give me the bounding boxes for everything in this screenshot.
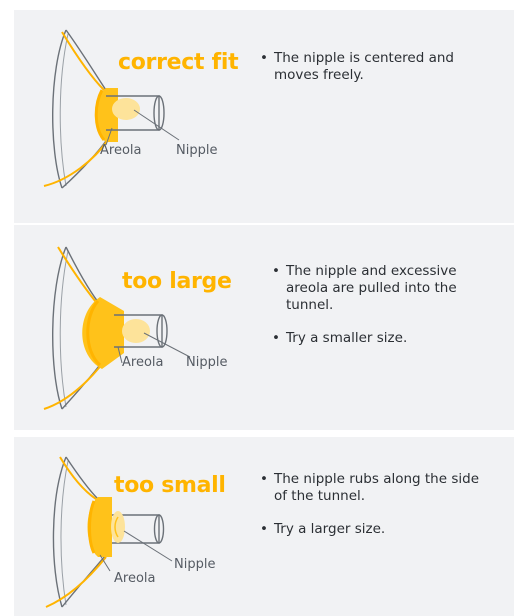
list-item: The nipple is centered and moves freely.	[260, 50, 490, 84]
nipple-shape	[112, 98, 140, 120]
areola-shape	[95, 88, 118, 142]
list-item: Try a larger size.	[260, 521, 490, 538]
areola-leader	[117, 346, 123, 364]
nipple-label: Nipple	[186, 355, 228, 370]
areola-shape	[87, 497, 112, 557]
flange-highlight-bottom	[45, 556, 107, 608]
areola-leader	[105, 127, 113, 146]
nipple-leader	[133, 109, 180, 141]
flange-outer-edge	[52, 456, 67, 608]
tunnel-opening	[153, 95, 165, 131]
nipple-shape	[122, 319, 150, 343]
nipple-shape	[111, 511, 125, 543]
nipple-label: Nipple	[174, 557, 216, 572]
areola-shape	[82, 297, 124, 369]
areola-label: Areola	[122, 355, 164, 370]
breast-shield-diagram	[43, 29, 180, 189]
tunnel-outline	[112, 514, 160, 544]
flange-inner-edge	[60, 460, 69, 606]
flange-top-line	[65, 29, 107, 91]
tunnel-opening	[153, 514, 165, 544]
flange-highlight-top	[57, 246, 101, 308]
fit-notes-list: The nipple and excessive areola are pull…	[272, 263, 492, 363]
fit-title: correct fit	[118, 50, 239, 75]
flange-highlight-top	[61, 31, 105, 91]
areola-leader	[99, 554, 111, 572]
flange-top-line	[65, 246, 103, 308]
breast-shield-diagram	[43, 246, 191, 410]
list-item: The nipple rubs along the side of the tu…	[260, 471, 490, 505]
fit-title: too large	[122, 269, 232, 294]
fit-notes-list: The nipple is centered and moves freely.	[260, 50, 490, 100]
breast-shield-diagram	[45, 456, 173, 608]
fit-notes-list: The nipple rubs along the side of the tu…	[260, 471, 490, 554]
fit-panel-too-large: too large Areola Nipple The nipple and e…	[14, 225, 514, 430]
nipple-label: Nipple	[176, 143, 218, 158]
areola-label: Areola	[114, 571, 156, 586]
flange-outer-edge	[52, 29, 67, 189]
flange-highlight-bottom	[43, 139, 109, 187]
fit-title: too small	[114, 473, 226, 498]
fit-panel-too-small: too small Areola Nipple The nipple rubs …	[14, 437, 514, 616]
list-item: The nipple and excessive areola are pull…	[272, 263, 492, 314]
nipple-leader	[143, 332, 191, 358]
tunnel-outline	[106, 95, 160, 131]
list-item: Try a smaller size.	[272, 330, 492, 347]
areola-label: Areola	[100, 143, 142, 158]
flange-outer-edge	[52, 246, 67, 410]
nipple-leader	[123, 530, 173, 562]
flange-top-line	[65, 456, 99, 500]
tunnel-outline	[114, 314, 163, 348]
flange-highlight-top	[59, 456, 97, 500]
fit-panel-correct: correct fit Areola Nipple The nipple is …	[14, 10, 514, 223]
flange-inner-edge	[59, 250, 69, 408]
tunnel-opening	[156, 314, 168, 348]
flange-inner-edge	[59, 33, 69, 187]
